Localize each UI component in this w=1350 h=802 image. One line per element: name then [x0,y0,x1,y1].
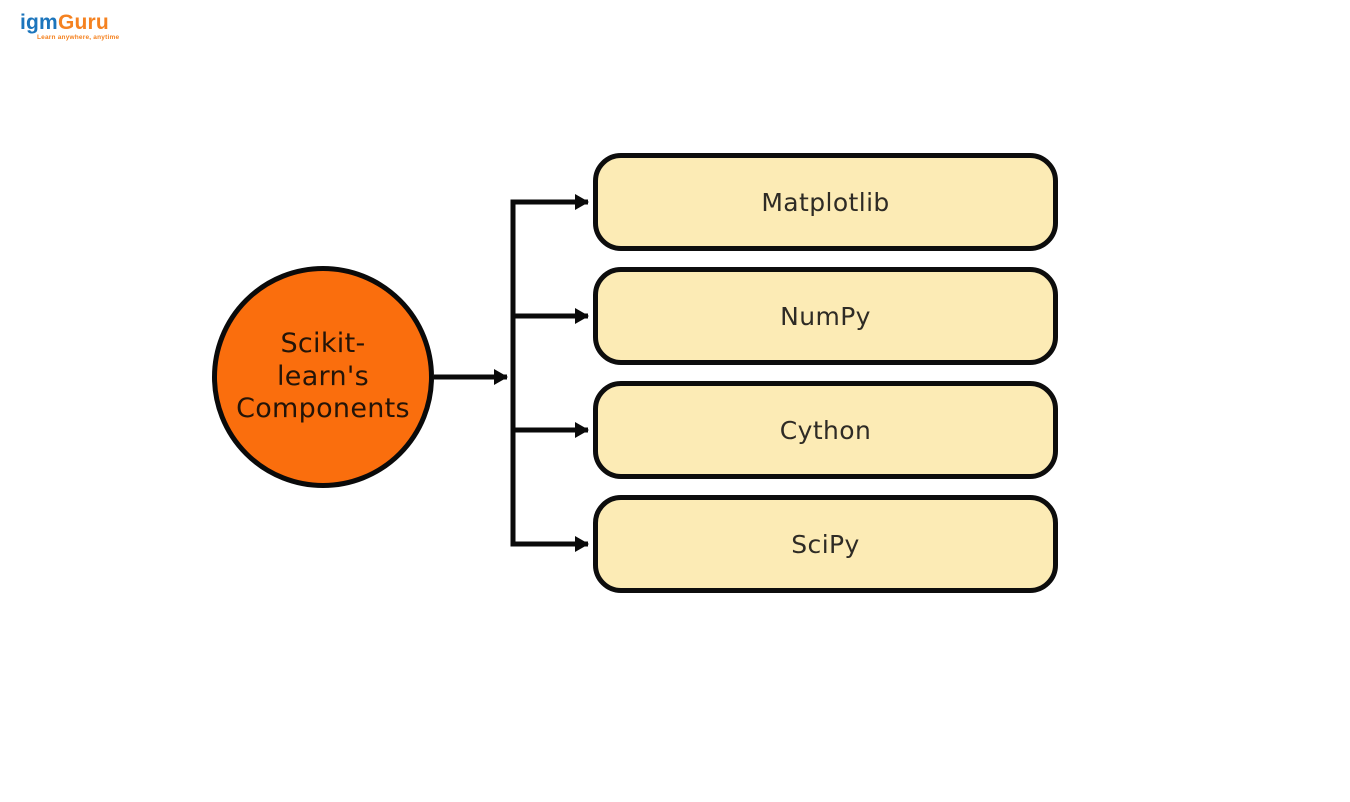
component-label-matplotlib: Matplotlib [761,187,890,217]
logo-text-guru: Guru [57,11,109,34]
component-box-cython: Cython [593,381,1058,479]
center-node-label-line3: Components [236,393,410,425]
component-label-numpy: NumPy [780,301,871,331]
center-node-scikit-learn: Scikit- learn's Components [212,266,434,488]
component-box-matplotlib: Matplotlib [593,153,1058,251]
logo-text-igm: igm [20,11,58,34]
component-label-cython: Cython [779,415,872,445]
component-box-numpy: NumPy [593,267,1058,365]
logo-wordmark: igmGuru [20,12,119,33]
component-label-scipy: SciPy [791,529,860,559]
center-node-label-line1: Scikit- [280,327,366,359]
component-box-scipy: SciPy [593,495,1058,593]
center-node-label: Scikit- learn's Components [236,328,410,427]
igmguru-logo: igmGuru Learn anywhere, anytime [20,12,119,42]
center-node-label-line2: learn's [276,360,369,392]
logo-tagline: Learn anywhere, anytime [37,34,120,41]
